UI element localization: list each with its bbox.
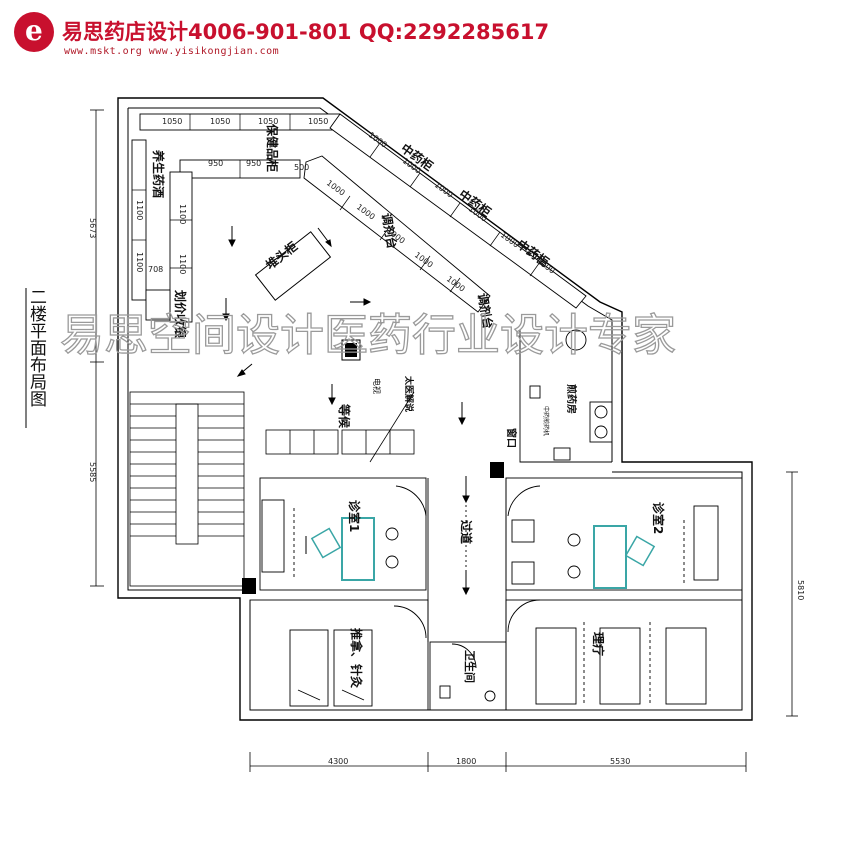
brand-logo-icon: e: [14, 12, 54, 52]
massage-room: [249, 599, 429, 711]
dim-top-4: 1050: [308, 117, 328, 126]
leader-line: [369, 391, 415, 463]
dimension-lines: [90, 109, 798, 772]
dim-side-4: 1100: [178, 254, 187, 274]
label-zhenshi1: 诊室1: [347, 500, 362, 532]
consult-room-1: [259, 477, 427, 591]
waiting-sofas: [265, 429, 415, 455]
dim-bottom-3: 5530: [610, 757, 630, 766]
label-jianyao: 煎药房: [565, 384, 578, 414]
dim-inner-3: 500: [294, 163, 309, 172]
dim-left-top: 5673: [88, 218, 97, 238]
flow-arrows: [222, 226, 470, 596]
label-dengdai: 等候: [337, 403, 352, 429]
label-baojian: 保健品柜: [265, 123, 280, 172]
dim-inner-2: 950: [246, 159, 261, 168]
dim-side-5: 708: [148, 265, 163, 274]
desk-2: [593, 525, 656, 589]
consult-room-2: [505, 477, 743, 591]
dim-top-1: 1050: [162, 117, 182, 126]
counter-dividers: [132, 114, 541, 293]
display-island: 堆头柜: [254, 231, 332, 301]
label-chuangkou: 窗口: [505, 428, 518, 448]
label-tiaoji: 调剂台: [379, 212, 400, 250]
label-liliao: 理疗: [591, 632, 606, 656]
label-taiyi: 太医解说: [403, 375, 415, 412]
label-huajia: 划价收银: [173, 290, 188, 339]
dim-bottom-1: 4300: [328, 757, 348, 766]
dim-top-2: 1050: [210, 117, 230, 126]
dim-side-1: 1100: [135, 200, 144, 220]
column-2: [242, 578, 256, 594]
counters: [131, 113, 587, 323]
label-weisheng: 卫生间: [463, 650, 477, 683]
physio-room: [505, 599, 743, 711]
dim-left-bottom: 5585: [88, 462, 97, 482]
column-1: [490, 462, 504, 478]
label-tiaojitai-end: 调剂台: [475, 292, 496, 330]
dim-right: 5810: [796, 580, 805, 600]
dim-top-3: 1050: [258, 117, 278, 126]
dim-bottom-2: 1800: [456, 757, 476, 766]
dim-inner-1: 950: [208, 159, 223, 168]
label-guodao: 过道: [459, 520, 474, 544]
brand-title: 易思药店设计4006-901-801 QQ:2292285617: [62, 20, 550, 44]
corridor: [427, 478, 507, 642]
outer-walls: [117, 97, 753, 721]
header: e 易思药店设计4006-901-801 QQ:2292285617 www.m…: [0, 0, 850, 62]
desk-1: [310, 517, 375, 581]
dim-side-2: 1100: [135, 252, 144, 272]
brand-urls: www.mskt.org www.yisikongjian.com: [64, 46, 280, 57]
label-medicine-machine: 中药煎药机: [542, 406, 550, 436]
dim-side-3: 1100: [178, 204, 187, 224]
staircase: [129, 391, 245, 587]
label-dianshi: 电视: [372, 378, 382, 394]
logo-glyph: e: [25, 14, 43, 47]
tv-unit: 电视: [341, 339, 382, 394]
side-title: 二楼平面布局图: [26, 288, 47, 407]
decoction-room: [519, 329, 613, 463]
label-tuina: 推拿、针灸: [349, 628, 364, 688]
label-yangsheng: 养生药酒: [151, 149, 166, 198]
label-zhenshi2: 诊室2: [651, 502, 666, 534]
watermark-text: 易思空间设计医药行业设计专家: [60, 310, 676, 361]
